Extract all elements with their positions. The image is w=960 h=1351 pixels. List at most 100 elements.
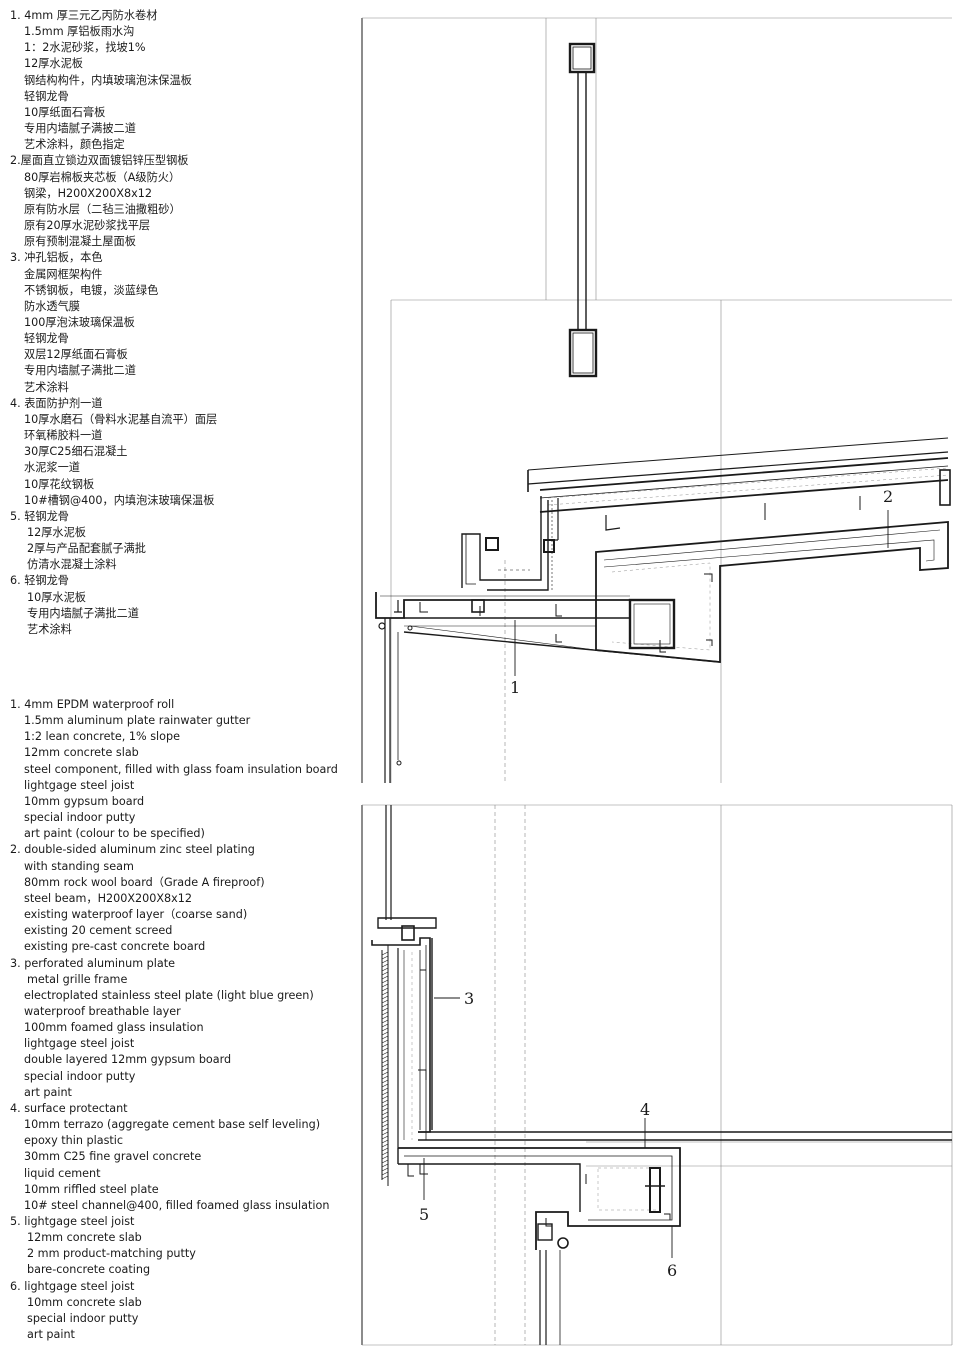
hatch-line: [381, 1155, 389, 1160]
floor-slab-outline: [398, 1147, 681, 1250]
note-line: 30厚C25细石混凝土: [24, 445, 128, 459]
hatch-line: [381, 1071, 389, 1076]
hatch-line: [381, 1023, 389, 1028]
note-line: 仿清水混凝土涂料: [27, 558, 117, 572]
post-bottom-plate: [568, 328, 598, 378]
hatch-line: [381, 971, 389, 976]
note-line: 6. 轻钢龙骨: [10, 574, 69, 588]
note-line: 专用内墙腻子满披二道: [24, 122, 136, 136]
perforated-panel: [381, 945, 389, 1186]
hatch-line: [381, 963, 389, 968]
note-line: lightgage steel joist: [24, 778, 135, 792]
hatch-line: [381, 1055, 389, 1060]
callout-4: 4: [640, 1100, 650, 1119]
note-line: existing 20 cement screed: [24, 924, 173, 938]
roof-panel-top: [539, 457, 949, 491]
hatch-line: [381, 999, 389, 1004]
hatch-line: [381, 987, 389, 992]
note-line: 10厚花纹钢板: [24, 477, 95, 491]
note-line: 2.屋面直立锁边双面镀铝锌压型钢板: [10, 154, 189, 168]
note-line: 10厚水磨石（骨料水泥基自流平）面层: [24, 412, 218, 426]
note-line: art paint (colour to be specified): [24, 827, 205, 841]
hatch-line: [381, 1019, 389, 1024]
note-line: art paint: [24, 1085, 72, 1099]
note-line: 环氧稀胶料一道: [24, 429, 103, 443]
note-line: bare-concrete coating: [27, 1263, 151, 1277]
hatch-line: [381, 1159, 389, 1164]
note-line: lightgage steel joist: [24, 1037, 135, 1051]
note-line: 1. 4mm EPDM waterproof roll: [10, 698, 175, 711]
hatch-line: [381, 959, 389, 964]
upper-detail: [361, 17, 952, 783]
hatch-line: [381, 1031, 389, 1036]
note-line: 双层12厚纸面石膏板: [24, 348, 128, 362]
note-line: 防水透气膜: [24, 299, 80, 313]
note-line: 4. 表面防护剂一道: [10, 396, 103, 410]
note-line: electroplated stainless steel plate (lig…: [24, 988, 314, 1002]
hatch-line: [381, 1111, 389, 1116]
note-line: 6. lightgage steel joist: [10, 1279, 135, 1293]
note-line: epoxy thin plastic: [24, 1134, 124, 1148]
note-line: 金属网框架构件: [24, 267, 103, 281]
note-line: existing waterproof layer（coarse sand): [24, 908, 248, 922]
note-line: 80mm rock wool board（Grade A fireproof): [24, 875, 265, 889]
note-line: liquid cement: [24, 1166, 101, 1180]
lower-detail: [361, 804, 953, 1346]
steel-channel-lower: [649, 1167, 661, 1213]
hatch-line: [381, 1123, 389, 1128]
hatch-line: [381, 1007, 389, 1012]
hatch-line: [381, 983, 389, 988]
hatch-line: [381, 1171, 389, 1176]
hatch-line: [381, 1175, 389, 1180]
hatch-line: [381, 995, 389, 1000]
note-line: 原有防水层（二毡三油撒粗砂）: [24, 202, 181, 216]
note-line: 轻钢龙骨: [24, 89, 69, 103]
hatch-line: [381, 1095, 389, 1100]
hatch-line: [381, 1147, 389, 1152]
note-line: 4. surface protectant: [10, 1101, 128, 1115]
hatch-line: [381, 1011, 389, 1016]
callout-5: 5: [419, 1205, 429, 1224]
hatch-line: [381, 1043, 389, 1048]
steel-beam: [628, 598, 676, 650]
hatch-line: [381, 1099, 389, 1104]
hatch-line: [381, 1051, 389, 1056]
note-line: 2. double-sided aluminum zinc steel plat…: [10, 843, 255, 857]
hatch-line: [381, 951, 389, 956]
note-line: 10厚水泥板: [27, 590, 86, 604]
hatch-line: [381, 1059, 389, 1064]
hatch-line: [381, 1063, 389, 1068]
note-line: 5. 轻钢龙骨: [10, 509, 69, 523]
soffit-line: [403, 631, 721, 663]
hatch-line: [381, 1035, 389, 1040]
roof-panel-bottom: [539, 479, 949, 513]
hatch-line: [381, 1067, 389, 1072]
note-line: 水泥浆一道: [24, 461, 80, 475]
note-line: 10#槽钢@400，内填泡沫玻璃保温板: [24, 493, 215, 507]
note-line: 80厚岩棉板夹芯板（A级防火）: [24, 170, 181, 184]
roof-edge: [527, 437, 949, 471]
note-line: 不锈钢板，电镀，淡蓝绿色: [24, 283, 159, 297]
note-line: special indoor putty: [24, 811, 136, 825]
note-line: 1:2 lean concrete, 1% slope: [24, 730, 180, 744]
note-line: 30mm C25 fine gravel concrete: [24, 1150, 202, 1164]
hatch-line: [381, 1027, 389, 1032]
note-line: 艺术涂料: [24, 380, 69, 394]
note-line: 10mm gypsum board: [24, 794, 145, 808]
note-line: 12mm concrete slab: [27, 1231, 142, 1245]
note-line: existing pre-cast concrete board: [24, 940, 206, 954]
note-line: 1.5mm 厚铝板雨水沟: [24, 25, 135, 39]
note-line: 专用内墙腻子满批二道: [27, 606, 139, 620]
hatch-line: [381, 1047, 389, 1052]
note-line: 10厚纸面石膏板: [24, 105, 106, 119]
hatch-line: [381, 991, 389, 996]
note-line: 2 mm product-matching putty: [27, 1247, 196, 1261]
note-line: 1. 4mm 厚三元乙丙防水卷材: [10, 9, 158, 22]
note-line: 3. 冲孔铝板，本色: [10, 251, 103, 265]
hatch-line: [381, 1091, 389, 1096]
callout-6: 6: [667, 1261, 677, 1280]
callout-3: 3: [464, 989, 474, 1008]
note-line: 艺术涂料，颜色指定: [24, 138, 125, 152]
note-line: 10mm concrete slab: [27, 1295, 142, 1309]
